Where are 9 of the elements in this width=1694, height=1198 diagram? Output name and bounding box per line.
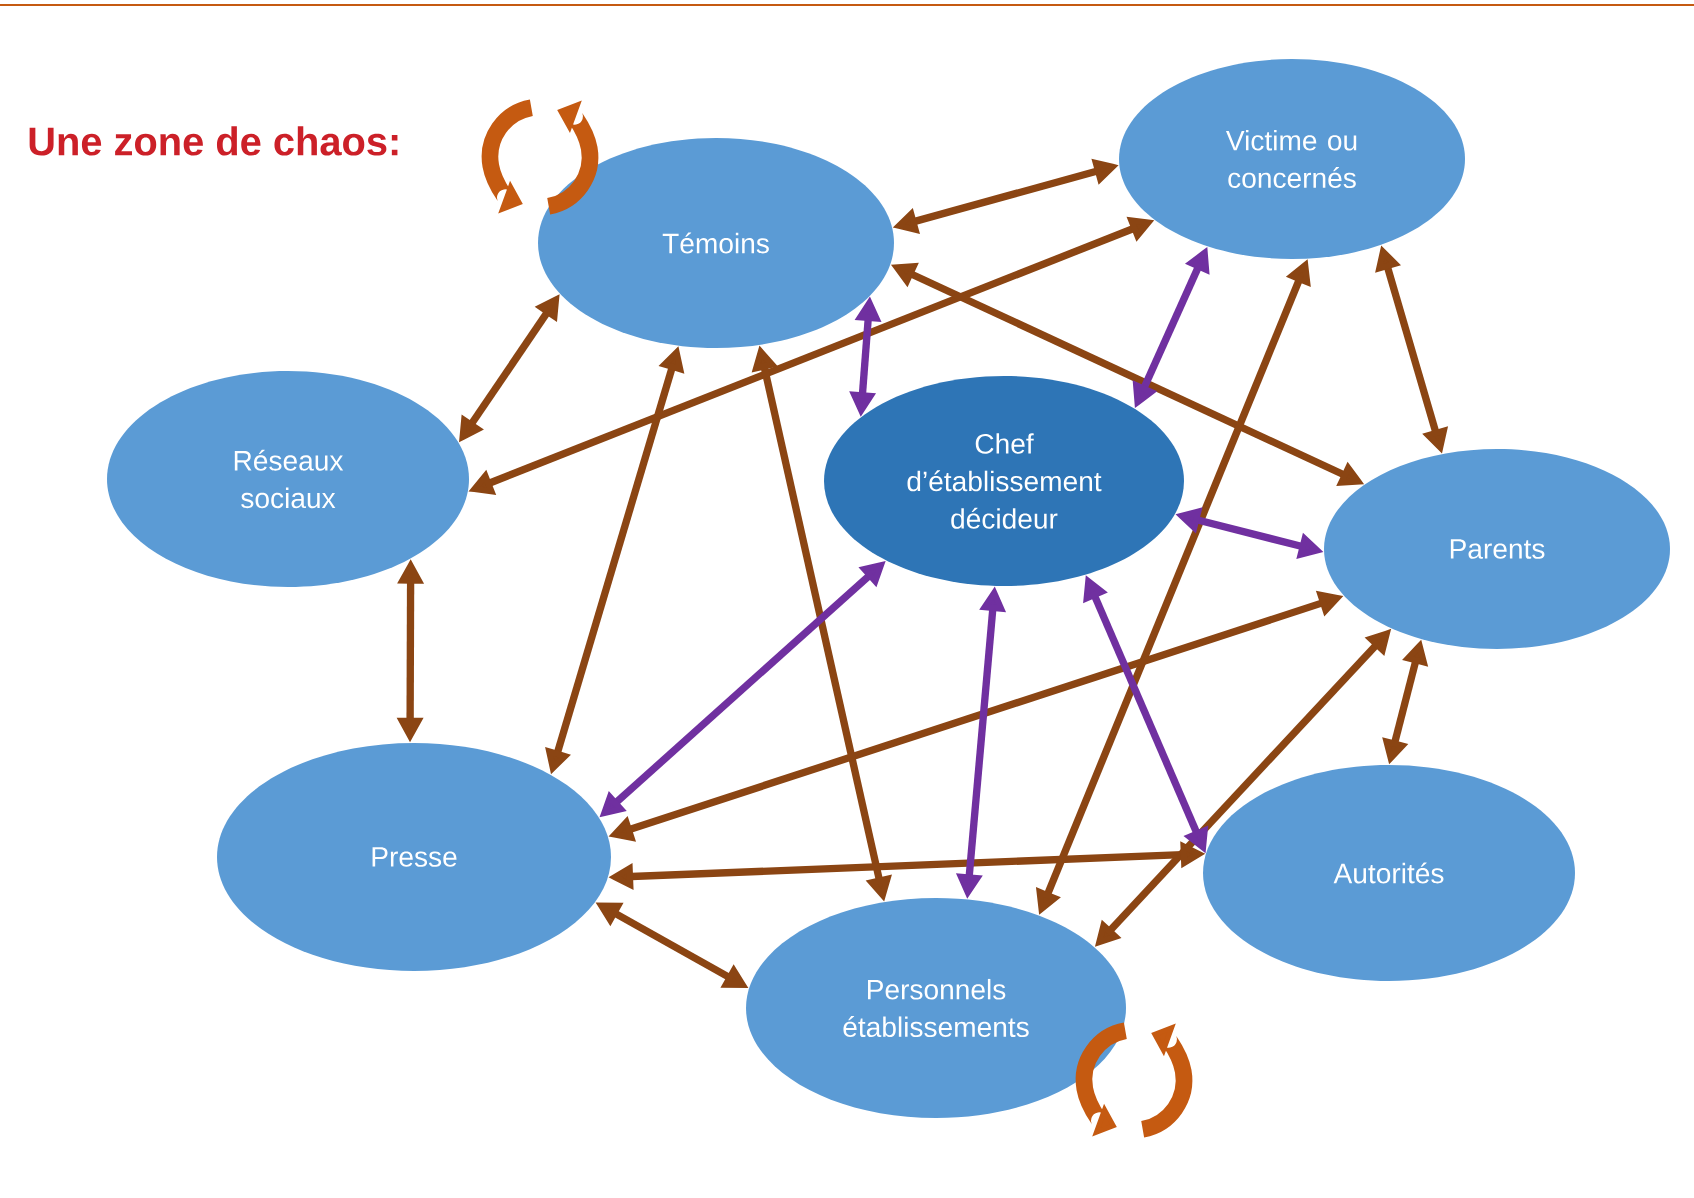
title-label: Une zone de chaos: (29, 126, 398, 156)
ellipse-node: Presse (217, 743, 611, 971)
ellipse-node: Chef d’établissement décideur (824, 376, 1184, 586)
ellipse-node: Témoins (538, 138, 894, 348)
ellipse-node: Réseaux sociaux (107, 371, 469, 587)
ellipse-node: Personnels établissements (746, 898, 1126, 1118)
ellipse-node: Autorités (1203, 765, 1575, 981)
ellipse-node: Victime ou concernés (1119, 59, 1465, 259)
ellipse-node: Parents (1324, 449, 1670, 649)
